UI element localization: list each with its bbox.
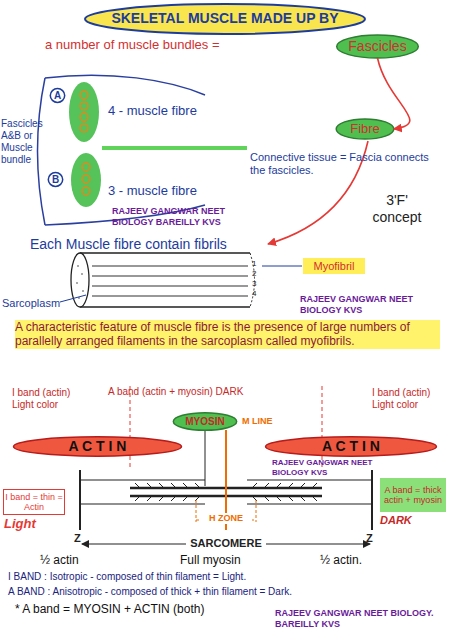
note-text: I BAND : Isotropic - composed of thin fi… bbox=[8, 571, 448, 583]
myofibril-box: Myofibril bbox=[303, 258, 365, 274]
fascicle-shape bbox=[69, 82, 99, 142]
node-text: Fascicles bbox=[348, 39, 406, 55]
muscle-fibre-end bbox=[71, 253, 89, 307]
leader-line bbox=[60, 295, 86, 302]
muscle-fibre-circle bbox=[82, 175, 90, 183]
node-text: Myofibril bbox=[314, 260, 355, 272]
sarcoplasm-dots bbox=[76, 266, 84, 298]
title-oval bbox=[85, 4, 365, 34]
part-label: Sarcoplasm bbox=[2, 297, 64, 310]
fascicle-shape bbox=[71, 153, 101, 207]
node-text: MYOSIN bbox=[185, 416, 224, 427]
a-band-box: A band = thick actin + myosinDARK bbox=[380, 478, 446, 512]
node-text: A C T I N bbox=[322, 439, 380, 455]
fibre-oval: Fibre bbox=[335, 118, 395, 140]
part-label: Full myosin bbox=[180, 553, 275, 567]
callout-text: 3 - muscle fibre bbox=[108, 183, 228, 199]
myosin-oval-outline bbox=[173, 413, 236, 430]
note-text: a number of muscle bundles = bbox=[45, 37, 255, 53]
line-label: Z bbox=[74, 532, 86, 545]
connective-tissue-line bbox=[102, 146, 247, 150]
muscle-fibre-circle bbox=[82, 163, 90, 171]
node-note: DARK bbox=[380, 514, 412, 527]
actin-oval-outline bbox=[14, 437, 182, 456]
line-label: M LINE bbox=[242, 416, 287, 427]
side-note: Fascicles A&B or Muscle bundle bbox=[1, 118, 47, 166]
curved-arrow bbox=[378, 58, 410, 129]
actin-oval: A C T I N bbox=[262, 436, 440, 457]
node-text: Fibre bbox=[350, 122, 380, 137]
node-text: A bbox=[54, 90, 61, 101]
callout-letter-outline bbox=[48, 173, 62, 187]
callout-text: 4 - muscle fibre bbox=[108, 103, 228, 119]
watermark: RAJEEV GANGWAR NEET BIOLOGY. BAREILLY KV… bbox=[275, 608, 445, 630]
callout-letter-outline bbox=[50, 89, 64, 103]
note-text: * A band = MYOSIN + ACTIN (both) bbox=[15, 602, 275, 616]
node-text: A band = thick actin + myosin bbox=[381, 485, 445, 505]
callout-text: Connective tissue = Fascia connects the … bbox=[250, 151, 430, 177]
muscle-fibre-circle bbox=[80, 124, 88, 132]
callout-number: 4 bbox=[252, 289, 262, 299]
part-label: ½ actin. bbox=[320, 553, 390, 567]
definition-text: A characteristic feature of muscle fibre… bbox=[15, 320, 440, 349]
callout-letter: B bbox=[48, 172, 63, 187]
zone-label: H ZONE bbox=[200, 513, 252, 524]
structure-label: SARCOMERE bbox=[186, 537, 266, 550]
band-label: I band (actin) Light color bbox=[12, 387, 74, 411]
node-text: A C T I N bbox=[69, 439, 127, 455]
callout-number: 3 bbox=[252, 279, 262, 289]
concept-note: 3'F' concept bbox=[362, 192, 432, 226]
node-text: I band = thin = Actin bbox=[5, 492, 63, 512]
callout-number: 2 bbox=[252, 269, 262, 279]
watermark: RAJEEV GANGWAR NEET BIOLOGY BAREILLY KVS bbox=[112, 206, 252, 228]
title-text: SKELETAL MUSCLE MADE UP BY bbox=[90, 10, 360, 27]
watermark: RAJEEV GANGWAR NEET BIOLOGY KVS bbox=[300, 294, 430, 316]
fascicle-oval: Fascicles bbox=[335, 34, 420, 59]
note-text: A BAND : Anisotropic - composed of thick… bbox=[8, 586, 448, 598]
myosin-oval: MYOSIN bbox=[172, 412, 238, 431]
fibre-oval-outline bbox=[336, 119, 394, 139]
fascicle-oval-outline bbox=[337, 35, 419, 58]
actin-oval-outline bbox=[266, 437, 437, 456]
muscle-fibre-circle bbox=[82, 187, 90, 195]
muscle-fibre-circle bbox=[80, 91, 88, 99]
node-note: Light bbox=[4, 516, 36, 532]
muscle-fibre-cylinder bbox=[80, 253, 250, 307]
actin-oval: A C T I N bbox=[10, 436, 185, 457]
muscle-bundle-outline bbox=[38, 75, 206, 225]
band-label: I band (actin) Light color bbox=[372, 387, 440, 411]
leader-line bbox=[205, 430, 206, 486]
myofibril-line bbox=[92, 266, 248, 296]
line-label: Z bbox=[366, 532, 378, 545]
muscle-fibre-circle bbox=[80, 113, 88, 121]
statement-text: Each Muscle fibre contain fibrils bbox=[30, 236, 292, 253]
callout-letter: A bbox=[50, 88, 65, 103]
watermark: RAJEEV GANGWAR NEET BIOLOGY KVS bbox=[272, 458, 377, 477]
muscle-fibre-circle bbox=[80, 102, 88, 110]
node-text: B bbox=[52, 174, 59, 185]
part-label: ½ actin bbox=[40, 553, 110, 567]
callout-number: 1 bbox=[252, 259, 262, 269]
i-band-box: I band = thin = ActinLight bbox=[3, 489, 65, 515]
band-label: A band (actin + myosin) DARK bbox=[108, 386, 258, 398]
leader-line bbox=[262, 266, 302, 267]
